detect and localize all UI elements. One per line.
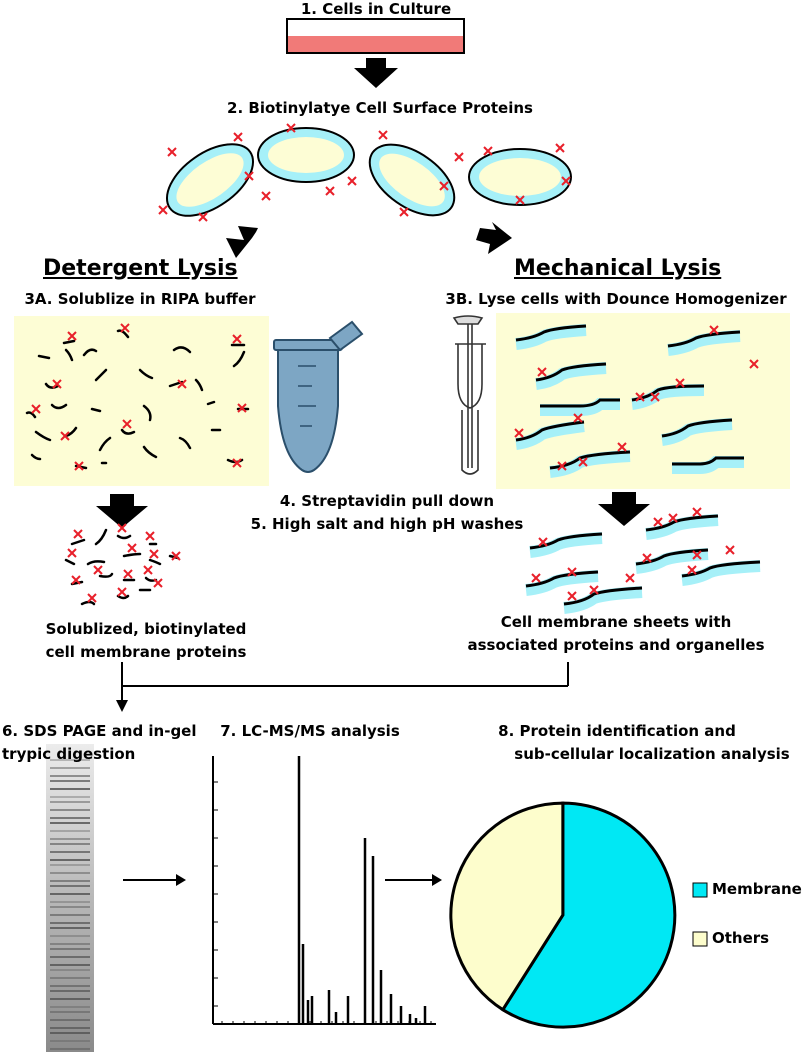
cell-culture-dish	[286, 18, 465, 54]
pie-slice-membrane	[500, 801, 677, 1029]
mechanical-lysis-heading: Mechanical Lysis	[514, 256, 722, 281]
pie-legend	[692, 882, 708, 947]
cell-1	[165, 143, 255, 217]
detergent-lysis-heading: Detergent Lysis	[43, 256, 238, 281]
right-caption-line1: Cell membrane sheets with	[500, 613, 732, 631]
detergent-lysis-panel	[14, 316, 269, 486]
localization-pie-chart	[449, 801, 677, 1029]
step-3b-label: 3B. Lyse cells with Dounce Homogenizer	[445, 290, 787, 308]
cell-3	[368, 143, 456, 217]
step-5-label: 5. High salt and high pH washes	[250, 515, 524, 533]
ms-spectrum	[212, 756, 436, 1025]
step-3a-label: 3A. Solublize in RIPA buffer	[24, 290, 256, 308]
microcentrifuge-tube	[273, 320, 364, 473]
flow-arrow-gel-to-ms	[123, 874, 186, 886]
membrane-sheets-panel	[515, 324, 744, 478]
merge-connector	[116, 662, 569, 712]
step-1-label: 1. Cells in Culture	[300, 0, 452, 18]
step-7-label: 7. LC-MS/MS analysis	[220, 722, 400, 740]
dounce-homogenizer	[452, 315, 486, 475]
biotinylated-cells	[158, 123, 572, 222]
legend-swatch-membrane	[692, 882, 708, 898]
step-6-label-line2: trypic digestion	[2, 745, 136, 763]
pie-slice-others	[449, 801, 565, 1012]
left-caption-line1: Solublized, biotinylated	[45, 620, 247, 638]
mechanical-lysis-panel	[496, 313, 790, 489]
flow-arrows	[96, 58, 650, 528]
membrane-sheets-after-pulldown	[525, 507, 761, 614]
legend-swatch-others	[692, 931, 708, 947]
legend-label-membrane: Membrane	[712, 880, 802, 898]
sds-page-gel-lane	[46, 744, 94, 1052]
legend-label-others: Others	[712, 929, 770, 947]
arrow-down-right	[598, 492, 650, 526]
step-8-label-line2: sub-cellular localization analysis	[514, 745, 790, 763]
step-8-label-line1: 8. Protein identification and	[498, 722, 736, 740]
cell-4	[468, 148, 572, 206]
solublized-proteins	[64, 523, 181, 606]
right-caption-line2: associated proteins and organelles	[467, 636, 765, 654]
arrow-diag-right	[476, 222, 512, 254]
arrow-down-left	[96, 494, 148, 528]
left-caption-line2: cell membrane proteins	[45, 643, 247, 661]
arrow-diag-left	[226, 226, 258, 258]
step-2-label: 2. Biotinylatye Cell Surface Proteins	[227, 99, 533, 117]
arrow-down-1	[354, 58, 398, 88]
cell-2	[257, 127, 355, 183]
step-4-label: 4. Streptavidin pull down	[279, 492, 495, 510]
flow-arrow-ms-to-pie	[385, 874, 442, 886]
step-6-label-line1: 6. SDS PAGE and in-gel	[2, 722, 197, 740]
